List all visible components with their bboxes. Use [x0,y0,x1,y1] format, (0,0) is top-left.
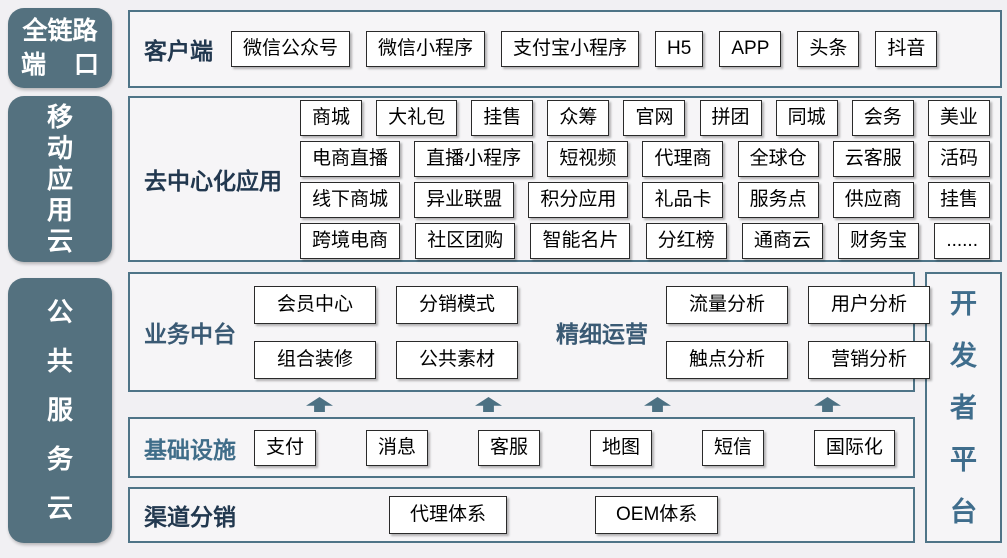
chip-tongshang-cloud: 通商云 [741,222,823,259]
infrastructure-items: 支付 消息 客服 地图 短信 国际化 [254,429,895,466]
chip-service-point: 服务点 [737,181,819,218]
chip-points-app: 积分应用 [528,181,629,218]
chip-cloud-service: 云客服 [832,140,914,177]
chip-offline-mall: 线下商城 [300,181,401,218]
chip-user-analysis: 用户分析 [808,285,931,324]
client-items: 微信公众号 微信小程序 支付宝小程序 H5 APP 头条 抖音 [231,31,938,67]
business-items: 会员中心 分销模式 组合装修 公共素材 [254,285,519,379]
chip-live-miniapp: 直播小程序 [414,140,534,177]
section-client-label: 客户端 [144,38,213,64]
operation-items: 流量分析 用户分析 触点分析 营销分析 [666,285,931,379]
developer-platform-label: 开发者平台 [950,288,977,527]
chip-global-warehouse: 全球仓 [737,140,819,177]
dapps-row-3: 线下商城 异业联盟 积分应用 礼品卡 服务点 供应商 挂售 [300,181,990,218]
chip-consign-sale: 挂售 [471,99,534,136]
chip-internationalization: 国际化 [813,429,895,466]
chip-ecommerce-live: 电商直播 [300,140,401,177]
chip-agent-system: 代理体系 [389,496,508,534]
up-arrow-icon [306,397,333,412]
chip-official-site: 官网 [623,99,686,136]
chip-finance-treasure: 财务宝 [838,222,920,259]
fullchain-port-badge: 全链路 端口 [8,8,112,88]
section-business-middle: 业务中台 会员中心 分销模式 组合装修 公共素材 精细运营 流量分析 用户分析 … [128,272,931,392]
chip-gift-card: 礼品卡 [642,181,724,218]
chip-cross-border-ecommerce: 跨境电商 [300,222,401,259]
section-decentralized-apps: 去中心化应用 商城 大礼包 挂售 众筹 官网 拼团 同城 会务 美业 电商直播 … [128,96,1002,262]
chip-short-video: 短视频 [547,140,629,177]
chip-distribution-mode: 分销模式 [396,285,519,324]
section-business-label: 业务中台 [144,321,236,347]
section-channel-distribution: 渠道分销 代理体系 OEM体系 [128,487,915,543]
chip-agent: 代理商 [642,140,724,177]
chip-wechat-miniapp: 微信小程序 [366,31,486,67]
mobile-app-cloud-badge: 移动应用云 [8,96,112,262]
public-service-cloud-label: 公共服务云 [46,297,73,523]
chip-customer-service: 客服 [477,429,540,466]
developer-platform-panel: 开发者平台 [925,272,1002,543]
dapps-row-1: 商城 大礼包 挂售 众筹 官网 拼团 同城 会务 美业 [300,99,990,136]
chip-sms: 短信 [701,429,764,466]
chip-smart-card: 智能名片 [530,222,631,259]
fullchain-port-line1: 全链路 [22,17,98,45]
chip-dividend-board: 分红榜 [645,222,727,259]
mobile-app-cloud-label: 移动应用云 [46,101,73,256]
chip-map: 地图 [589,429,652,466]
chip-toutiao: 头条 [797,31,860,67]
chip-crowdfunding: 众筹 [547,99,610,136]
public-service-cloud-badge: 公共服务云 [8,278,112,543]
section-dapps-label: 去中心化应用 [144,168,282,194]
chip-combo-decoration: 组合装修 [254,340,377,379]
chip-gift-pack: 大礼包 [376,99,458,136]
chip-wechat-official: 微信公众号 [231,31,351,67]
section-infrastructure: 基础设施 支付 消息 客服 地图 短信 国际化 [128,417,915,478]
chip-marketing-analysis: 营销分析 [808,340,931,379]
chip-mall: 商城 [300,99,363,136]
chip-group-buy: 拼团 [699,99,762,136]
chip-traffic-analysis: 流量分析 [666,285,789,324]
chip-douyin: 抖音 [875,31,938,67]
chip-h5: H5 [655,31,704,67]
chip-touchpoint-analysis: 触点分析 [666,340,789,379]
section-channel-label: 渠道分销 [144,504,236,530]
dapps-row-4: 跨境电商 社区团购 智能名片 分红榜 通商云 财务宝 ...... [300,222,990,259]
dapps-row-2: 电商直播 直播小程序 短视频 代理商 全球仓 云客服 活码 [300,140,990,177]
chip-public-material: 公共素材 [396,340,519,379]
chip-payment: 支付 [254,429,317,466]
chip-same-city: 同城 [775,99,838,136]
chip-beauty: 美业 [927,99,990,136]
chip-message: 消息 [365,429,428,466]
section-operation-label: 精细运营 [556,321,649,347]
up-arrow-icon [475,397,502,412]
chip-oem-system: OEM体系 [595,496,719,534]
chip-cross-industry-alliance: 异业联盟 [414,181,515,218]
chip-conference: 会务 [851,99,914,136]
chip-supplier: 供应商 [832,181,914,218]
fullchain-port-line2: 端口 [21,51,99,79]
chip-alipay-miniapp: 支付宝小程序 [501,31,640,67]
chip-ellipsis: ...... [934,222,990,259]
chip-member-center: 会员中心 [254,285,377,324]
chip-app: APP [719,31,782,67]
chip-consign-sale-2: 挂售 [927,181,990,218]
dapps-grid: 商城 大礼包 挂售 众筹 官网 拼团 同城 会务 美业 电商直播 直播小程序 短… [300,99,990,259]
up-arrow-icon [644,397,671,412]
section-infra-label: 基础设施 [144,436,236,463]
chip-live-code: 活码 [927,140,990,177]
section-client: 客户端 微信公众号 微信小程序 支付宝小程序 H5 APP 头条 抖音 [128,10,1002,88]
chip-community-group-buy: 社区团购 [415,222,516,259]
up-arrow-icon [814,397,841,412]
